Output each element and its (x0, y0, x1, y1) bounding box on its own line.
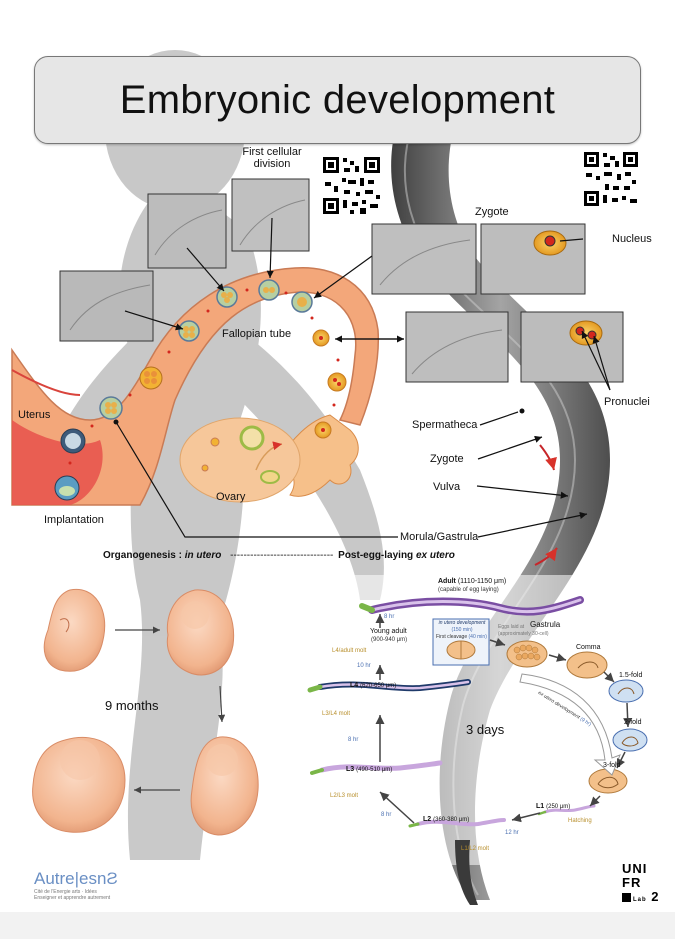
organogenesis-line: Organogenesis : in utero ---------------… (103, 550, 455, 561)
label-3-days: 3 days (466, 722, 505, 737)
reproductive-tract (11, 266, 380, 506)
pointer-arrows (115, 217, 611, 538)
lc-in-utero-duration: (150 min) (451, 627, 473, 633)
label-spermatheca: Spermatheca (412, 419, 478, 431)
morula-dot (113, 419, 119, 425)
lc-gastrula-sub: (approximately 30-cell) (498, 631, 549, 637)
lc-comma: Comma (576, 644, 601, 651)
lc-10hr: 10 hr (357, 663, 371, 669)
page-title: Embryonic development (119, 78, 556, 122)
lc-l3: L3 (490-510 μm) (346, 766, 393, 773)
bottom-bar (0, 912, 675, 939)
lc-fold-2: 2-fold (624, 719, 642, 726)
lc-l3-l4-molt: L3/L4 molt (322, 711, 351, 717)
label-pronuclei: Pronuclei (604, 396, 650, 408)
autrement-logo: Autre|esnƧ Cité de l'Energie arts · Idée… (34, 869, 154, 909)
label-vulva: Vulva (433, 481, 461, 493)
unifr-logo: UNI FR Lab 2 (622, 861, 660, 904)
lc-l4-adult-molt: L4/adult molt (332, 648, 367, 654)
red-arrow-lower (534, 547, 558, 566)
lc-12hr: 12 hr (505, 830, 519, 836)
lc-l1-l2-molt: L1/L2 molt (461, 846, 490, 852)
lc-adult-note: (capable of egg laying) (438, 587, 499, 593)
logo-wordmark: Autre|esnƧ (34, 869, 118, 888)
lc-hatching: Hatching (568, 818, 592, 824)
lc-adult: Adult (1110-1150 μm) (438, 578, 507, 585)
lc-gastrula: Gastrula (530, 620, 561, 629)
lc-l2-l3-molt: L2/L3 molt (330, 793, 359, 799)
micrographs (59, 178, 624, 383)
lc-8hr-top: 8 hr (384, 614, 395, 620)
lc-8hr-mid: 8 hr (348, 737, 359, 743)
lc-young-adult-size: (900-940 μm) (371, 637, 408, 643)
lc-l1: L1 (250 μm) (536, 803, 571, 810)
lc-l4: L4 (620-650 μm) (350, 682, 397, 689)
lc-l2: L2 (360-380 μm) (423, 816, 470, 823)
spermatheca-dot (519, 408, 525, 414)
label-fallopian-tube: Fallopian tube (222, 328, 292, 340)
title-box: Embryonic development (34, 56, 641, 144)
label-9-months: 9 months (105, 698, 159, 713)
lc-8hr-low: 8 hr (381, 812, 392, 818)
lifecycle-diagram (290, 575, 675, 865)
lc-in-utero-title: in utero development (438, 620, 486, 626)
embryo-arrows (115, 626, 226, 794)
worm-tail (455, 840, 478, 905)
qr-code-left (321, 155, 382, 216)
tube-cells (54, 279, 347, 501)
human-embryos (32, 588, 259, 836)
label-zygote: Zygote (430, 453, 464, 465)
label-implantation: Implantation (44, 514, 104, 526)
label-uterus: Uterus (18, 409, 51, 421)
lc-fold-15: 1.5-fold (619, 672, 643, 679)
label-ovary: Ovary (216, 491, 246, 503)
red-arrow-upper (539, 444, 557, 471)
label-first-division: First cellular division (242, 146, 302, 170)
logo-tagline: Cité de l'Energie arts · Idées Enseigner… (34, 889, 111, 901)
label-morula-gastrula: Morula/Gastrula (400, 531, 479, 543)
lc-fold-3: 3-fold (603, 762, 621, 769)
lc-young-adult: Young adult (370, 628, 407, 635)
label-nucleus: Nucleus (612, 233, 652, 245)
qr-code-right (582, 150, 640, 208)
label-zygote-top: Zygote (475, 206, 509, 218)
lc-first-cleavage: First cleavage (40 min) (436, 634, 487, 640)
lc-gastrula-pre: Eggs laid at (498, 624, 525, 630)
